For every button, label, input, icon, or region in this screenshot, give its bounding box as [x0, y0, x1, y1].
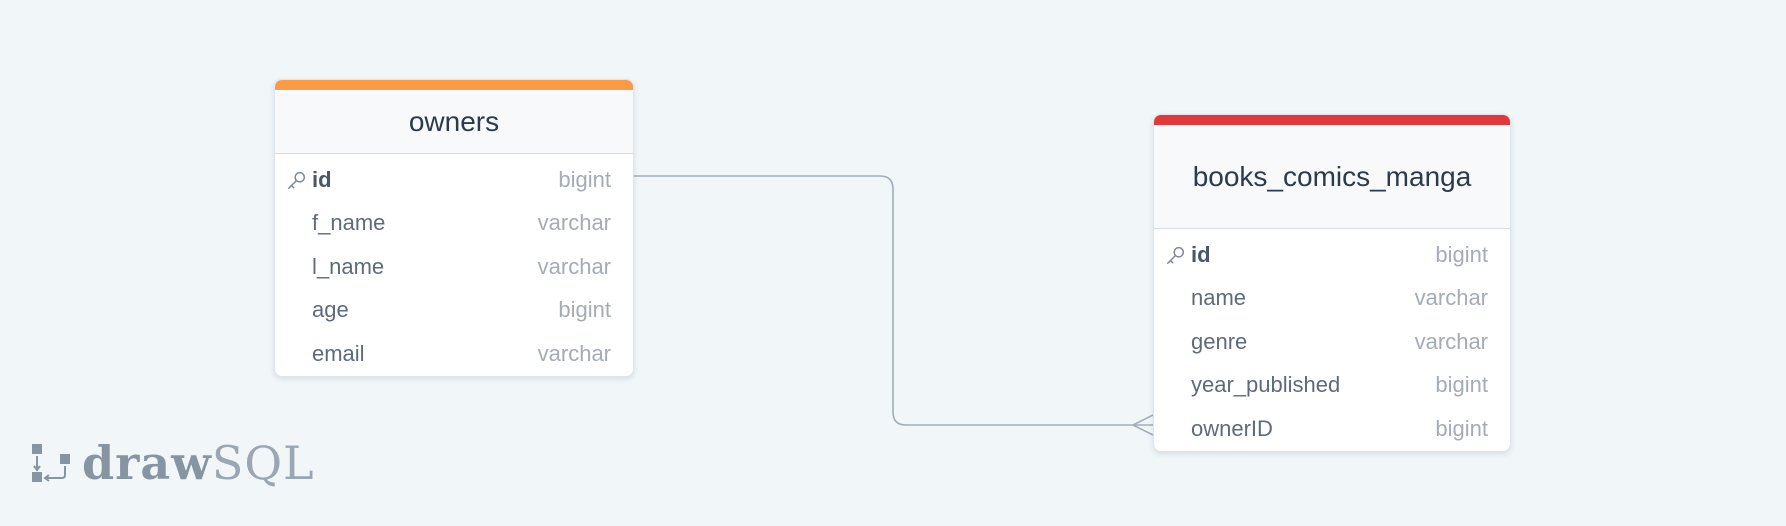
drawsql-logo-icon: [32, 444, 70, 482]
column-type: bigint: [1435, 372, 1488, 398]
column-row-owners-id[interactable]: id bigint: [275, 158, 633, 202]
column-name: id: [1191, 241, 1211, 267]
column-name: ownerID: [1191, 415, 1273, 441]
drawsql-wordmark: drawSQL: [82, 440, 315, 486]
table-title-books: books_comics_manga: [1192, 161, 1472, 192]
column-type: bigint: [1435, 241, 1488, 267]
column-row-owners-f_name[interactable]: f_name varchar: [275, 202, 633, 246]
column-type: bigint: [558, 297, 611, 323]
column-list-books: id bigint name varchar genre varchar yea…: [1154, 229, 1510, 451]
column-name: age: [312, 297, 349, 323]
relation-line-owners-books[interactable]: [634, 175, 1153, 426]
table-accent-owners: [275, 80, 633, 90]
brand-bold: draw: [82, 436, 212, 490]
column-row-books-ownerID[interactable]: ownerID bigint: [1154, 407, 1510, 451]
key-icon: [1167, 246, 1185, 264]
crow-foot-many-icon: [1132, 414, 1154, 436]
table-accent-books: [1154, 115, 1510, 125]
column-type: bigint: [558, 166, 611, 192]
column-type: varchar: [537, 340, 611, 366]
column-row-books-genre[interactable]: genre varchar: [1154, 320, 1510, 364]
column-name: name: [1191, 285, 1247, 311]
drawsql-logo[interactable]: drawSQL: [30, 440, 315, 486]
brand-light: SQL: [211, 436, 315, 490]
column-name: id: [312, 166, 332, 192]
column-name: year_published: [1191, 372, 1341, 398]
column-name: email: [312, 340, 365, 366]
column-row-owners-l_name[interactable]: l_name varchar: [275, 245, 633, 289]
table-header-owners[interactable]: owners: [275, 90, 633, 154]
column-row-owners-email[interactable]: email varchar: [275, 332, 633, 376]
key-icon: [288, 171, 306, 189]
column-row-books-name[interactable]: name varchar: [1154, 277, 1510, 321]
table-title-owners: owners: [408, 106, 500, 137]
column-type: varchar: [1414, 328, 1488, 354]
column-row-owners-age[interactable]: age bigint: [275, 289, 633, 333]
column-name: genre: [1191, 328, 1248, 354]
column-type: varchar: [537, 210, 611, 236]
column-name: l_name: [312, 253, 385, 279]
column-name: f_name: [312, 210, 386, 236]
table-owners[interactable]: owners id bigint f_name varchar l_name v…: [274, 79, 634, 377]
table-header-books[interactable]: books_comics_manga: [1154, 125, 1510, 229]
column-row-books-id[interactable]: id bigint: [1154, 233, 1510, 277]
column-row-books-year_published[interactable]: year_published bigint: [1154, 364, 1510, 408]
column-type: varchar: [537, 253, 611, 279]
column-type: bigint: [1435, 415, 1488, 441]
column-list-owners: id bigint f_name varchar l_name varchar …: [275, 154, 633, 376]
column-type: varchar: [1414, 285, 1488, 311]
table-books-comics-manga[interactable]: books_comics_manga id bigint name varcha…: [1153, 114, 1511, 452]
